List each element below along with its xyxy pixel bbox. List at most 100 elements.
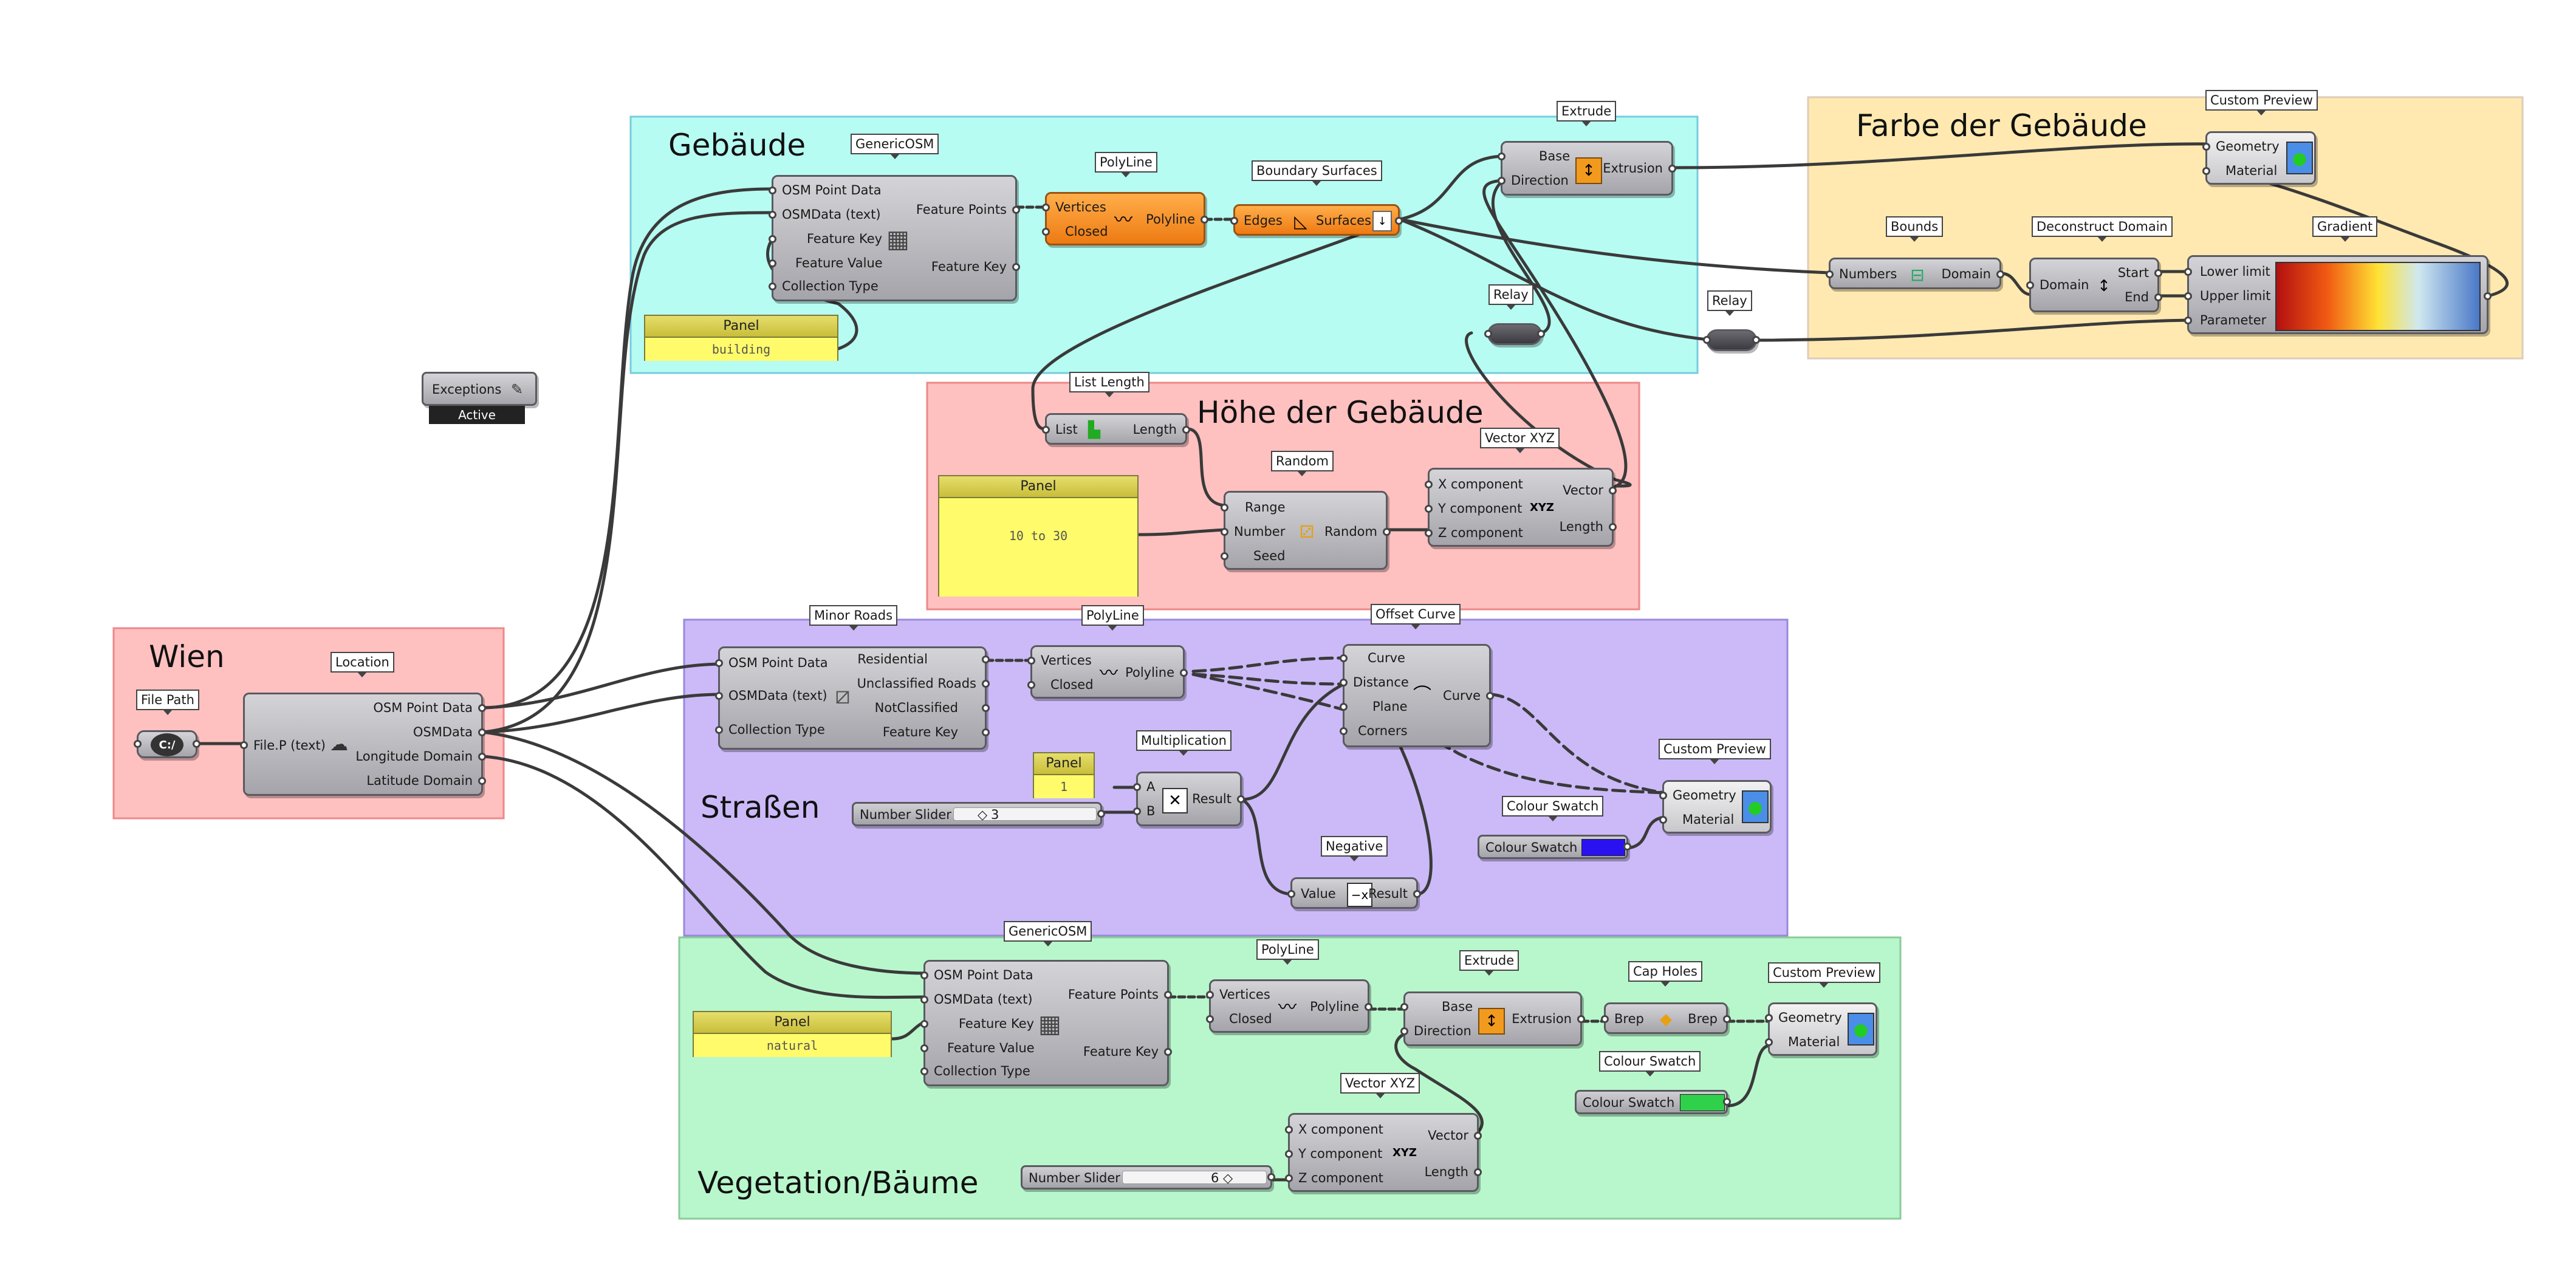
port[interactable] <box>2184 268 2192 276</box>
panel-value[interactable]: building <box>645 338 837 361</box>
port[interactable] <box>1340 727 1348 735</box>
random-component[interactable]: Range Number Seed ⚂ Random <box>1221 491 1391 570</box>
port[interactable] <box>1201 216 1208 224</box>
port[interactable] <box>715 692 723 700</box>
port[interactable] <box>1027 657 1035 665</box>
panel-value[interactable]: 10 to 30 <box>939 498 1137 597</box>
panel-value[interactable]: natural <box>694 1034 891 1057</box>
port[interactable] <box>920 971 928 979</box>
port[interactable] <box>1180 669 1188 677</box>
port[interactable] <box>1498 152 1506 160</box>
panel-value[interactable]: 1 <box>1034 775 1094 798</box>
vector-xyz-component[interactable]: X component Y component Z component XYZ … <box>1425 468 1617 547</box>
port[interactable] <box>1042 426 1050 434</box>
port[interactable] <box>1206 991 1214 999</box>
port[interactable] <box>1395 217 1403 225</box>
port[interactable] <box>1765 1038 1773 1046</box>
panel-height-range[interactable]: Panel 10 to 30 <box>938 475 1139 597</box>
port[interactable] <box>2484 292 2492 300</box>
port[interactable] <box>1285 1126 1293 1134</box>
port[interactable] <box>1659 792 1667 799</box>
port[interactable] <box>1765 1014 1773 1022</box>
port[interactable] <box>134 740 142 748</box>
gradient-component[interactable]: Lower limit Upper limit Parameter <box>2184 255 2492 334</box>
port[interactable] <box>1425 505 1433 513</box>
port[interactable] <box>1287 890 1295 898</box>
port[interactable] <box>1340 679 1348 686</box>
port[interactable] <box>478 777 486 785</box>
multiplication-component[interactable]: A B ✕ Result <box>1133 772 1245 826</box>
relay-component[interactable] <box>1484 323 1545 345</box>
port[interactable] <box>920 1067 928 1075</box>
minor-roads-component[interactable]: OSM Point Data OSMData (text) Collection… <box>715 646 990 750</box>
slider-track[interactable] <box>1122 1171 1267 1184</box>
port[interactable] <box>1164 991 1172 999</box>
port[interactable] <box>769 211 776 219</box>
port[interactable] <box>1413 890 1421 898</box>
port[interactable] <box>1133 783 1141 791</box>
port[interactable] <box>1221 504 1228 512</box>
port[interactable] <box>2202 167 2210 175</box>
port[interactable] <box>1097 810 1105 818</box>
custom-preview-component[interactable]: Geometry Material ● <box>2202 131 2316 185</box>
custom-preview-component-3[interactable]: Geometry Material ● <box>1765 1002 1877 1056</box>
port[interactable] <box>1042 204 1050 211</box>
generic-osm-component[interactable]: OSM Point Data OSMData (text) Feature Ke… <box>769 175 1020 301</box>
port[interactable] <box>1425 481 1433 488</box>
port[interactable] <box>1703 336 1711 344</box>
boundary-surfaces-component[interactable]: Edges ◺ Surfaces ↓ <box>1230 204 1403 236</box>
number-slider-roads[interactable]: Number Slider ◇ 3 <box>852 802 1105 826</box>
port[interactable] <box>1230 217 1238 225</box>
port[interactable] <box>1537 330 1545 338</box>
port[interactable] <box>2154 269 2162 277</box>
relay-component-2[interactable] <box>1703 329 1760 351</box>
port[interactable] <box>982 656 990 663</box>
port[interactable] <box>982 680 990 688</box>
gradient-bar[interactable] <box>2275 262 2481 331</box>
port[interactable] <box>769 282 776 290</box>
list-length-component[interactable]: List ▙ Length <box>1042 413 1190 445</box>
polyline-component[interactable]: Vertices Closed 〰 Polyline <box>1042 192 1208 245</box>
offset-curve-component[interactable]: Curve Distance Plane Corners ⌒ Curve <box>1340 644 1494 747</box>
port[interactable] <box>1027 681 1035 689</box>
port[interactable] <box>1221 528 1228 536</box>
generic-osm-component-2[interactable]: OSM Point Data OSMData (text) Feature Ke… <box>920 960 1172 1086</box>
port[interactable] <box>1425 529 1433 537</box>
port[interactable] <box>1668 165 1676 173</box>
port[interactable] <box>1826 270 1834 278</box>
deconstruct-domain-component[interactable]: Domain ↕ Start End <box>2026 258 2162 312</box>
panel-natural[interactable]: Panel natural <box>693 1011 892 1057</box>
port[interactable] <box>1609 487 1617 495</box>
colour-swatch-roads[interactable]: Colour Swatch <box>1478 835 1631 859</box>
port[interactable] <box>1601 1015 1609 1023</box>
port[interactable] <box>1164 1048 1172 1056</box>
port[interactable] <box>1133 807 1141 815</box>
port[interactable] <box>478 753 486 761</box>
polyline-component-2[interactable]: Vertices Closed 〰 Polyline <box>1027 645 1188 699</box>
port[interactable] <box>1577 1015 1585 1023</box>
port[interactable] <box>1723 1015 1731 1023</box>
port[interactable] <box>982 728 990 736</box>
port[interactable] <box>1498 177 1506 185</box>
panel-multiplier[interactable]: Panel 1 <box>1033 752 1095 798</box>
port[interactable] <box>769 259 776 267</box>
colour-swatch-vegetation[interactable]: Colour Swatch <box>1575 1090 1731 1114</box>
number-slider-vegetation[interactable]: Number Slider 6 ◇ <box>1021 1165 1275 1190</box>
extrude-component[interactable]: Base Direction ↕ Extrusion <box>1498 141 1676 196</box>
port[interactable] <box>1285 1150 1293 1158</box>
swatch-color[interactable] <box>1680 1094 1725 1111</box>
port[interactable] <box>1723 1098 1731 1106</box>
port[interactable] <box>1012 206 1020 214</box>
port[interactable] <box>1285 1174 1293 1182</box>
port[interactable] <box>769 187 776 194</box>
vector-xyz-component-2[interactable]: X component Y component Z component XYZ … <box>1285 1113 1482 1192</box>
port[interactable] <box>1474 1132 1482 1140</box>
port[interactable] <box>1623 843 1631 851</box>
port[interactable] <box>1221 552 1228 560</box>
port[interactable] <box>2202 143 2210 151</box>
slider-grip-icon[interactable]: ◇ <box>978 807 988 822</box>
file-path-param[interactable]: C:/ <box>134 730 200 758</box>
port[interactable] <box>920 996 928 1004</box>
port[interactable] <box>1400 1027 1408 1035</box>
panel-building[interactable]: Panel building <box>644 315 838 361</box>
